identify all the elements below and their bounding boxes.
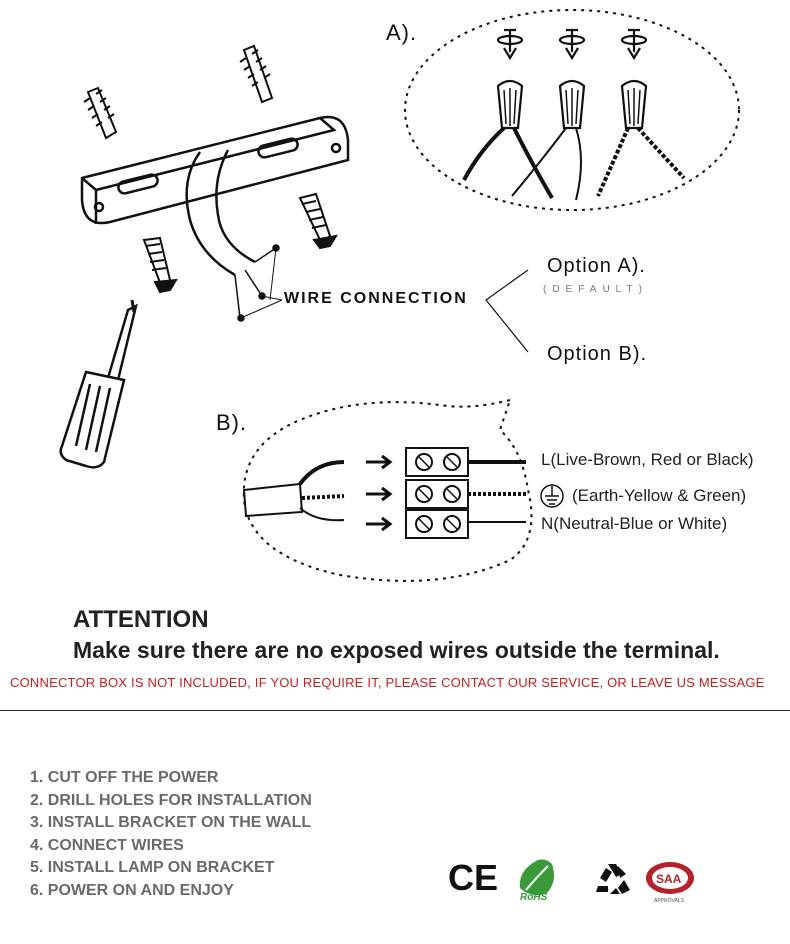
option-b-label: B). [216,410,248,435]
step-item: 4. CONNECT WIRES [30,836,184,854]
earth-ground-icon [540,484,564,508]
option-b-title: Option B). [547,343,648,365]
section-divider [0,710,790,711]
recycle-icon [596,864,630,894]
svg-text:SAA: SAA [656,872,682,886]
screwdriver-icon [59,299,138,469]
wall-bracket [80,115,350,225]
screw-icon [298,192,338,250]
option-pointer [485,269,529,353]
svg-text:APPROVALS: APPROVALS [654,898,685,904]
saa-approval-icon: SAA APPROVALS [646,862,694,904]
step-item: 6. POWER ON AND ENJOY [30,881,234,899]
twist-connector-icon [462,28,686,201]
attention-text: Make sure there are no exposed wires out… [73,637,720,663]
step-item: 1. CUT OFF THE POWER [30,769,219,786]
lamp-cable [185,149,283,322]
earth-wire-label: (Earth-Yellow & Green) [572,486,747,505]
screw-icon [142,236,178,294]
live-wire-label: L(Live-Brown, Red or Black) [541,450,754,469]
option-b-bubble [242,398,533,582]
rohs-icon: RoHS [519,859,554,903]
option-a-title: Option A). [547,255,646,277]
step-item: 5. INSTALL LAMP ON BRACKET [30,859,275,877]
attention-title: ATTENTION [73,606,209,633]
svg-text:RoHS: RoHS [520,892,548,903]
neutral-wire-label: N(Neutral-Blue or White) [541,514,728,533]
wire-connection-label: WIRE CONNECTION [284,290,468,307]
option-a-label: A). [386,20,418,45]
certification-logos: CE RoHS SAA APPROVALS [448,857,694,904]
option-a-default-note: (DEFAULT) [543,284,648,295]
wall-plug-icon [239,44,274,104]
terminal-block [242,447,526,539]
wall-plug-icon [83,86,118,140]
ce-mark-icon: CE [448,857,498,898]
connector-notice: CONNECTOR BOX IS NOT INCLUDED, IF YOU RE… [10,675,765,690]
step-item: 3. INSTALL BRACKET ON THE WALL [30,814,312,832]
installation-steps: 1. CUT OFF THE POWER 2. DRILL HOLES FOR … [30,767,312,903]
step-item: 2. DRILL HOLES FOR INSTALLATION [30,791,312,809]
option-a-bubble [404,9,740,211]
installation-diagram [59,9,740,582]
